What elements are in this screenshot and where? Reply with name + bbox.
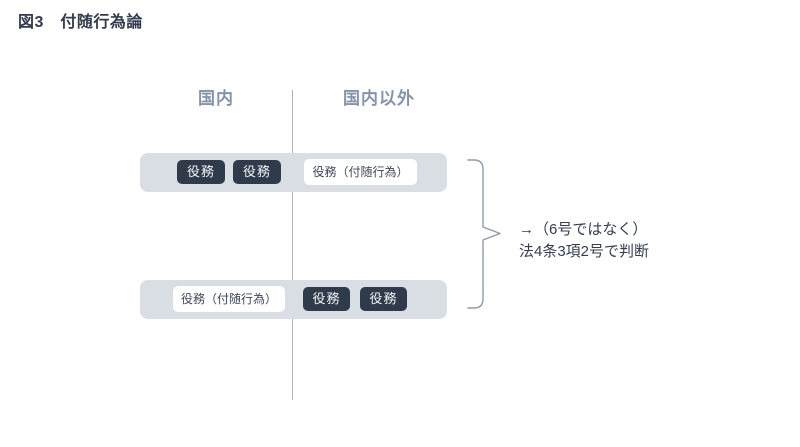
column-divider-line bbox=[292, 90, 293, 400]
band-bottom: 役務（付随行為） 役務 役務 bbox=[140, 280, 447, 319]
annotation-text: →（6号ではなく） 法4条3項2号で判断 bbox=[519, 219, 649, 263]
service-chip: 役務 bbox=[177, 160, 225, 184]
service-chip: 役務 bbox=[233, 160, 281, 184]
incidental-service-chip: 役務（付随行為） bbox=[304, 159, 417, 185]
annotation-line-2: 法4条3項2号で判断 bbox=[519, 243, 650, 260]
band-top: 役務 役務 役務（付随行為） bbox=[140, 153, 447, 192]
annotation-line-1: →（6号ではなく） bbox=[519, 221, 648, 238]
curly-brace-icon bbox=[467, 159, 501, 309]
column-header-domestic: 国内 bbox=[198, 89, 234, 108]
service-chip: 役務 bbox=[360, 287, 407, 311]
service-chip: 役務 bbox=[303, 287, 350, 311]
incidental-service-chip: 役務（付随行為） bbox=[173, 286, 285, 312]
figure-title: 図3 付随行為論 bbox=[18, 14, 143, 31]
column-header-non-domestic: 国内以外 bbox=[343, 89, 415, 108]
